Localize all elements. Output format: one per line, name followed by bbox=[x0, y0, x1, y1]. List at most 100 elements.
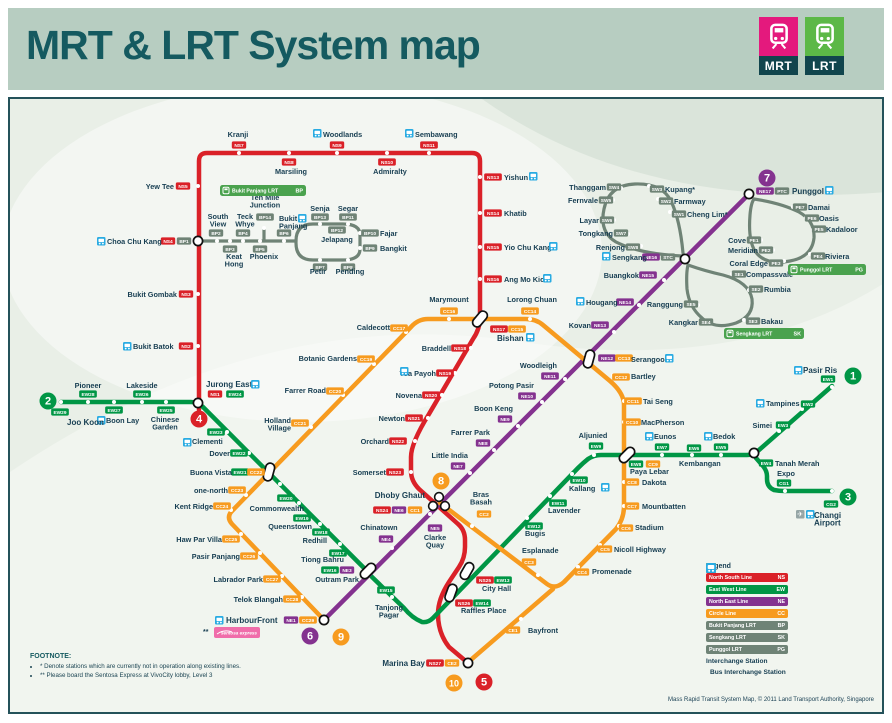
station-code-badge bbox=[240, 552, 258, 560]
page-title: MRT & LRT System map bbox=[26, 22, 481, 68]
svg-text:EW28: EW28 bbox=[81, 392, 94, 398]
station-code-badge bbox=[624, 502, 640, 510]
svg-text:sentosa express: sentosa express bbox=[221, 631, 257, 636]
station-label: Bukit Gombak bbox=[128, 290, 178, 299]
station-code-badge bbox=[518, 392, 536, 400]
station-code-badge bbox=[598, 354, 616, 362]
legend-row-ew: East West Line EW bbox=[706, 563, 824, 594]
station-label: Dakota bbox=[642, 478, 667, 487]
station-code-badge bbox=[820, 375, 836, 383]
station-label: Coral Edge bbox=[729, 259, 768, 268]
line-number-10: 10 bbox=[445, 674, 463, 692]
legend-line-label: Bukit Panjang LRT bbox=[709, 622, 757, 629]
legend-line-bar: East West Line EW bbox=[706, 585, 788, 594]
svg-text:CC15: CC15 bbox=[511, 327, 524, 333]
station-label: Lavender bbox=[548, 506, 581, 515]
station-label: Yew Tee bbox=[146, 182, 174, 191]
bus-interchange-icon bbox=[756, 399, 765, 408]
svg-text:EW16: EW16 bbox=[323, 568, 336, 574]
station-code-badge bbox=[541, 372, 559, 380]
station-code-badge bbox=[588, 442, 604, 450]
station-code-badge bbox=[328, 226, 346, 234]
station-code-badge bbox=[277, 494, 295, 502]
legend-line-bar: Sengkang LRT SK bbox=[706, 633, 788, 642]
station-label: Bangkit bbox=[380, 244, 407, 253]
svg-text:EW21: EW21 bbox=[233, 470, 246, 476]
svg-text:2: 2 bbox=[45, 396, 51, 408]
station-code-badge bbox=[658, 197, 674, 205]
svg-text:9: 9 bbox=[338, 632, 344, 644]
svg-text:SW5: SW5 bbox=[601, 198, 612, 204]
interchange-marker bbox=[462, 657, 474, 669]
interchange-marker bbox=[444, 583, 458, 603]
svg-text:SW7: SW7 bbox=[616, 231, 627, 237]
station-code-badge bbox=[326, 387, 344, 395]
station-code-badge bbox=[256, 213, 274, 221]
svg-text:NE13: NE13 bbox=[594, 323, 606, 329]
station-label: Damai bbox=[808, 203, 830, 212]
line-number-1: 1 bbox=[844, 367, 862, 385]
station-code-badge bbox=[207, 428, 225, 436]
station-code-badge bbox=[494, 576, 512, 584]
svg-text:7: 7 bbox=[764, 173, 770, 185]
station-code-badge bbox=[521, 307, 539, 315]
legend-interchange: Interchange Station bbox=[706, 563, 824, 665]
station-code-badge bbox=[299, 616, 317, 624]
svg-text:Sengkang LRT: Sengkang LRT bbox=[736, 332, 773, 338]
station-label: Telok Blangah bbox=[234, 595, 283, 604]
svg-text:PE2: PE2 bbox=[761, 248, 770, 254]
station-label: Botanic Gardens bbox=[299, 354, 357, 363]
svg-text:CC3: CC3 bbox=[524, 560, 534, 566]
svg-text:EW4: EW4 bbox=[761, 461, 772, 467]
station-code-badge bbox=[405, 414, 423, 422]
station-code-badge bbox=[231, 141, 247, 149]
bus-interchange-icon bbox=[400, 367, 409, 376]
svg-text:NE14: NE14 bbox=[619, 300, 631, 306]
station-code-badge bbox=[505, 626, 521, 634]
svg-text:CC14: CC14 bbox=[524, 309, 537, 315]
station-code-badge bbox=[613, 229, 629, 237]
svg-text:SE1: SE1 bbox=[734, 272, 743, 278]
station-code-badge bbox=[484, 209, 502, 217]
bus-interchange-icon bbox=[543, 274, 552, 283]
svg-text:Bukit Panjang LRT: Bukit Panjang LRT bbox=[232, 189, 279, 195]
station-code-badge bbox=[497, 415, 513, 423]
station-code-badge bbox=[451, 344, 469, 352]
line-number-9: 9 bbox=[332, 628, 350, 646]
interchange-marker bbox=[748, 447, 760, 459]
legend-line-label: North South Line bbox=[709, 574, 752, 581]
station-code-badge bbox=[178, 342, 194, 350]
legend-bus-interchange: Bus Interchange Station bbox=[706, 563, 824, 676]
svg-text:PE3: PE3 bbox=[771, 261, 780, 267]
legend-line-code: SK bbox=[777, 634, 785, 641]
station-code-badge bbox=[521, 558, 537, 566]
svg-text:NS23: NS23 bbox=[389, 470, 401, 476]
station-code-badge bbox=[283, 616, 299, 624]
station-code-badge bbox=[276, 229, 292, 237]
station-code-badge bbox=[484, 173, 502, 181]
station-code-badge bbox=[228, 486, 246, 494]
